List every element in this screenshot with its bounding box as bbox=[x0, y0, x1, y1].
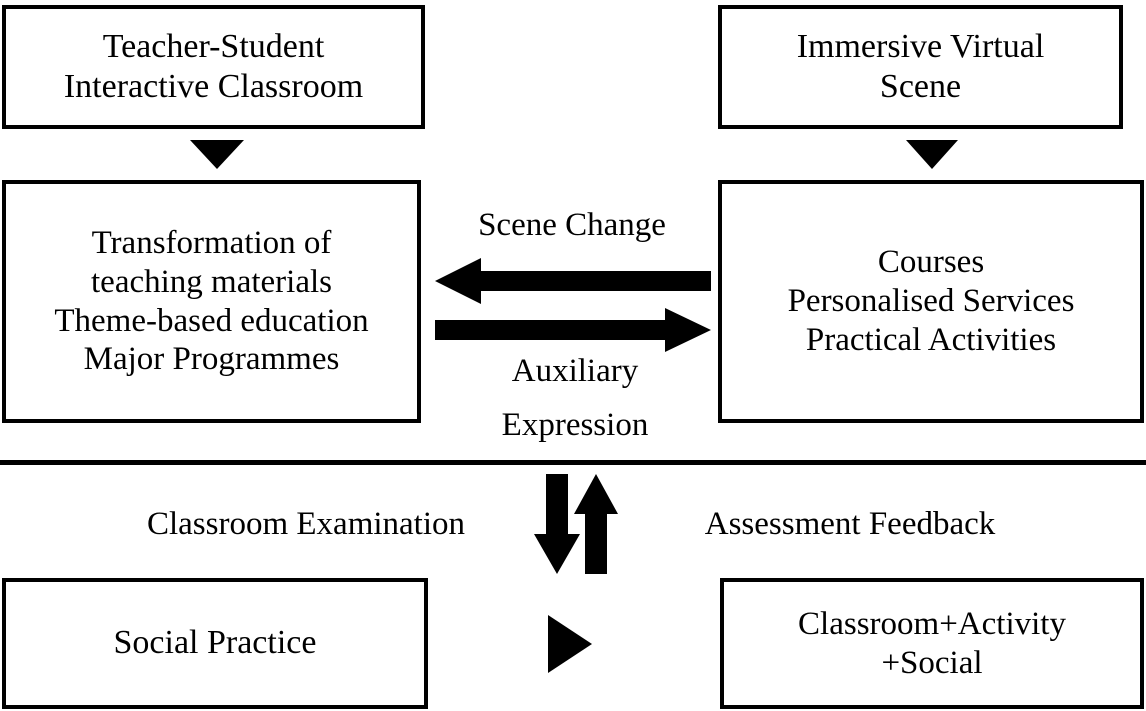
box-transformation-line-1: Transformation of bbox=[91, 224, 332, 261]
label-scene-change: Scene Change bbox=[478, 207, 666, 243]
box-classroom-activity-social: Classroom+Activity +Social bbox=[720, 578, 1144, 709]
box-classroom-activity-line-1: Classroom+Activity bbox=[798, 605, 1066, 642]
label-auxiliary-line-2: Expression bbox=[501, 406, 649, 443]
triangle-down-icon-right bbox=[906, 140, 958, 169]
label-assessment-feedback: Assessment Feedback bbox=[704, 506, 996, 542]
box-social-practice: Social Practice bbox=[2, 578, 428, 709]
triangle-down-icon-left bbox=[190, 140, 244, 169]
box-courses-line-2: Personalised Services bbox=[787, 283, 1075, 320]
arrow-right-icon bbox=[435, 308, 711, 352]
label-classroom-examination: Classroom Examination bbox=[146, 506, 466, 542]
box-immersive-line-1: Immersive Virtual bbox=[796, 27, 1045, 65]
box-immersive-virtual-scene: Immersive Virtual Scene bbox=[718, 5, 1123, 129]
box-social-practice-line-1: Social Practice bbox=[113, 624, 317, 662]
box-transformation-line-2: teaching materials bbox=[91, 263, 332, 300]
arrow-up-icon bbox=[574, 474, 618, 574]
box-courses-personalised-services: Courses Personalised Services Practical … bbox=[718, 180, 1144, 423]
box-immersive-line-2: Scene bbox=[879, 68, 962, 105]
box-transformation-line-3: Theme-based education bbox=[54, 302, 369, 339]
label-auxiliary-expression: Auxiliary Expression bbox=[468, 352, 682, 445]
triangle-right-icon bbox=[548, 615, 592, 673]
arrow-down-icon bbox=[534, 474, 580, 574]
arrow-left-icon bbox=[435, 258, 711, 304]
box-teacher-student-line-1: Teacher-Student bbox=[102, 27, 325, 65]
box-teacher-student-line-2: Interactive Classroom bbox=[63, 68, 364, 105]
box-courses-line-1: Courses bbox=[877, 244, 985, 281]
box-transformation-line-4: Major Programmes bbox=[83, 341, 340, 378]
label-auxiliary-line-1: Auxiliary bbox=[511, 353, 639, 389]
horizontal-divider bbox=[0, 460, 1146, 465]
box-transformation-of-teaching-materials: Transformation of teaching materials The… bbox=[2, 180, 421, 423]
box-teacher-student-interactive-classroom: Teacher-Student Interactive Classroom bbox=[2, 5, 425, 129]
box-courses-line-3: Practical Activities bbox=[805, 321, 1057, 358]
box-classroom-activity-line-2: +Social bbox=[881, 644, 983, 681]
